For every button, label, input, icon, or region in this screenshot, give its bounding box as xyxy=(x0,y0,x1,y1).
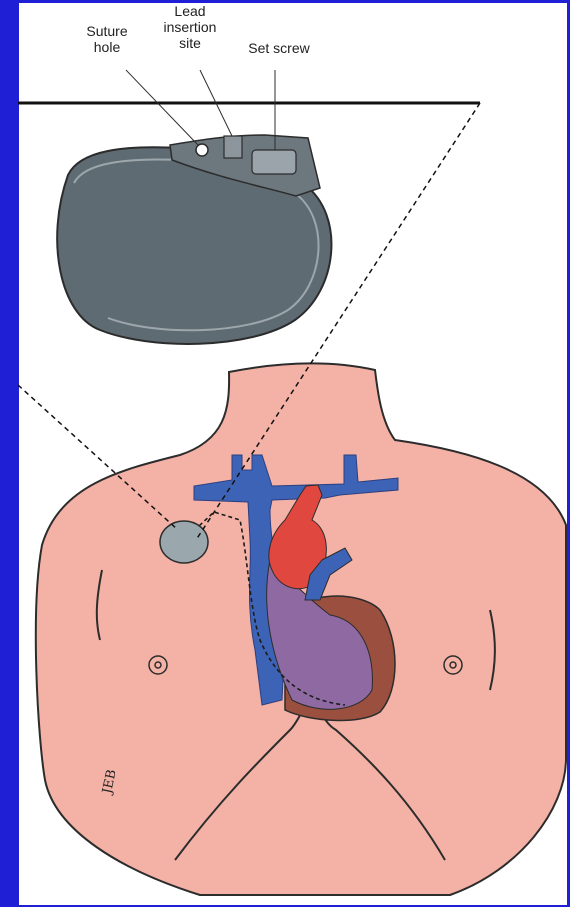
lead-insertion-site xyxy=(224,136,242,158)
set-screw xyxy=(252,150,296,174)
set-screw-label: Set screw xyxy=(234,40,324,56)
implanted-generator xyxy=(160,521,208,563)
suture-hole xyxy=(196,144,208,156)
suture-leader xyxy=(126,70,198,145)
suture-hole-label: Suture hole xyxy=(74,23,140,55)
pacemaker-generator-icon xyxy=(57,70,331,344)
lead-insertion-label: Lead insertion site xyxy=(152,3,228,51)
